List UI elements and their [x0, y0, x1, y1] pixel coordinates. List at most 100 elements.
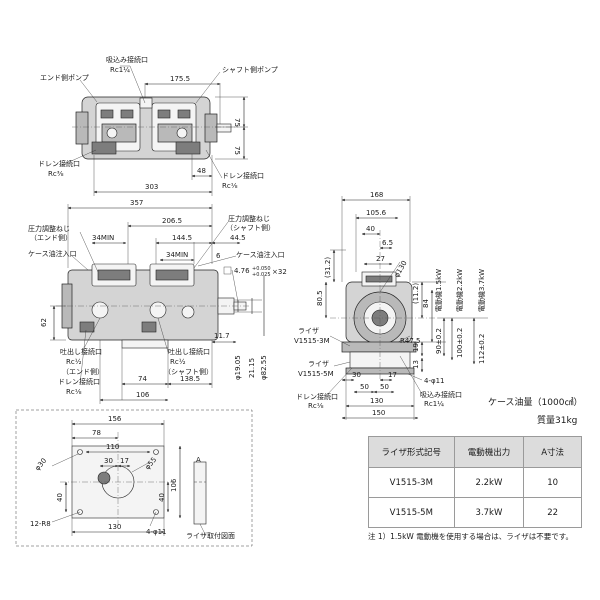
label-riser-2: ライザ [308, 360, 329, 368]
label-h-90: 90±0.2 [435, 328, 443, 354]
label-shaft-dia-2: 21.15 [248, 358, 256, 378]
dim-plate-30: 30 [104, 457, 113, 465]
dim-side-27: 27 [376, 255, 385, 263]
label-dia-130: φ130 [393, 259, 409, 279]
header-a-dim: A寸法 [523, 436, 582, 468]
label-case-oil-inlet-right: ケース油注入口 [236, 250, 285, 259]
dim-side-13: 13 [412, 360, 420, 369]
label-min-right: 34MIN [166, 251, 188, 259]
label-discharge-shaft-1: 吐出し接続口 [168, 347, 210, 356]
label-suction-port-top-rc: Rc1¼ [110, 66, 130, 74]
dim-front-6: 6 [216, 252, 221, 260]
dim-front-144-5: 144.5 [172, 234, 192, 242]
top-view: 175.5 75 75 303 48 吸込み接続口 Rc1¼ エンド側ポンプ シ… [38, 55, 278, 196]
dim-top-75a: 75 [233, 118, 241, 127]
dim-side-84: 84 [422, 299, 430, 308]
dim-plate-40b: 40 [158, 493, 166, 502]
label-plate-12r: 12-R8 [30, 520, 51, 528]
label-bolt-holes: 4-φ11 [424, 377, 445, 385]
label-motor-37: 電動機3.7kW [477, 269, 486, 312]
label-motor-22: 電動機2.2kW [455, 269, 464, 312]
dim-side-19: 19 [412, 343, 420, 352]
label-drain-port-left: ドレン接続口 [38, 159, 80, 168]
label-case-oil-inlet-left: ケース油注入口 [28, 249, 77, 258]
label-keyway-tol2: +0.025 [252, 272, 271, 278]
label-drain-port-right: ドレン接続口 [222, 171, 264, 180]
label-drain-side-1: ドレン接続口 [296, 392, 338, 401]
label-riser-1: ライザ [298, 327, 319, 335]
dim-front-357: 357 [130, 199, 143, 207]
table-row: V1515-3M 2.2kW 10 [368, 467, 582, 498]
header-riser-model: ライザ形式記号 [368, 436, 455, 468]
dim-top-303: 303 [145, 183, 158, 191]
label-shaft-dia-3: φ82.55 [260, 355, 268, 380]
label-keyway-tol: +0.050 [252, 266, 271, 272]
dim-side-6-5: 6.5 [382, 239, 393, 247]
label-drain-front: ドレン接続口 [58, 377, 100, 386]
table-footnote: 注 1）1.5kW 電動機を使用する場合は、ライザは不要です。 [368, 532, 573, 541]
label-suction-side-1: 吸込み接続口 [420, 390, 462, 399]
dim-top-75b: 75 [233, 146, 241, 155]
label-press-adj-shaft-2: （シャフト側） [226, 223, 275, 232]
label-discharge-end-rc: Rc½ [66, 358, 82, 366]
cell-riser-model: V1515-5M [368, 497, 455, 528]
label-keyway: 4.76 [234, 267, 250, 275]
dim-plate-130: 130 [108, 523, 121, 531]
cell-riser-model: V1515-3M [368, 467, 455, 498]
dim-front-138-5: 138.5 [180, 375, 200, 383]
label-press-adj-shaft-1: 圧力調整ねじ [228, 214, 270, 223]
dim-front-11-7: 11.7 [214, 332, 230, 340]
label-discharge-shaft-2: （シャフト側） [164, 367, 213, 376]
label-shaft-dia-1: φ19.05 [234, 355, 242, 380]
label-r-corner: R47.5 [400, 337, 420, 345]
dim-side-105-6: 105.6 [366, 209, 387, 217]
cell-motor-output: 2.2kW [453, 467, 525, 498]
dim-side-17: 17 [388, 371, 397, 379]
label-discharge-end-2: （エンド側） [62, 367, 104, 376]
dim-side-150: 150 [372, 409, 385, 417]
label-suction-side-rc: Rc1¼ [424, 400, 444, 408]
case-oil-volume: ケース油量（1000㎤） [488, 398, 583, 408]
dim-side-50a: 50 [360, 383, 369, 391]
dim-side-30: 30 [352, 371, 361, 379]
label-suction-port-top: 吸込み接続口 [106, 55, 148, 64]
label-motor-15: 電動機1.5kW [434, 269, 443, 312]
dim-front-206-5: 206.5 [162, 217, 182, 225]
mass-value: 質量31kg [537, 416, 578, 426]
dim-top-48: 48 [197, 167, 206, 175]
riser-mount-view: 156 78 110 30 17 40 40 106 130 φ30 φ55 1… [15, 409, 253, 547]
cell-a-dim: 10 [523, 467, 582, 498]
dim-plate-40a: 40 [56, 493, 64, 502]
table-header-row: ライザ形式記号 電動機出力 A寸法 [368, 436, 582, 468]
label-plate-holes: 4-φ11 [146, 528, 167, 536]
dim-plate-156: 156 [108, 415, 122, 423]
dim-side-40: 40 [366, 225, 375, 233]
label-shaft-pump: シャフト側ポンプ [222, 65, 278, 74]
label-discharge-end-1: 吐出し接続口 [60, 347, 102, 356]
label-press-adj-end-1: 圧力調整ねじ [28, 224, 70, 233]
label-h-112: 112±0.2 [478, 334, 486, 364]
dim-plate-106: 106 [170, 478, 178, 492]
dim-side-80-5: 80.5 [316, 290, 324, 306]
cell-a-dim: 22 [523, 497, 582, 528]
front-view: 357 206.5 144.5 44.5 6 34MIN 34MIN 62 74… [28, 199, 287, 404]
label-drain-front-rc: Rc⅛ [66, 388, 82, 396]
label-riser-2-model: V1515-5M [298, 370, 334, 378]
dim-plate-17: 17 [120, 457, 129, 465]
dim-top-175-5: 175.5 [170, 75, 190, 83]
dim-plate-110: 110 [106, 443, 119, 451]
label-riser-1-model: V1515-3M [294, 337, 330, 345]
dim-front-62: 62 [40, 318, 48, 327]
dim-side-168: 168 [370, 191, 383, 199]
label-plate-title: ライザ取付図面 [186, 531, 235, 540]
label-h-100: 100±0.2 [456, 328, 464, 358]
dim-plate-78: 78 [92, 429, 101, 437]
label-drain-side-rc: Rc⅛ [308, 402, 324, 410]
dim-front-106: 106 [136, 391, 150, 399]
riser-spec-table: ライザ形式記号 電動機出力 A寸法 V1515-3M 2.2kW 10 V151… [368, 436, 582, 528]
dim-side-130: 130 [370, 397, 383, 405]
label-keyway-len: ×32 [272, 268, 287, 276]
label-drain-port-right-rc: Rc⅛ [222, 182, 238, 190]
cell-motor-output: 3.7kW [453, 497, 525, 528]
